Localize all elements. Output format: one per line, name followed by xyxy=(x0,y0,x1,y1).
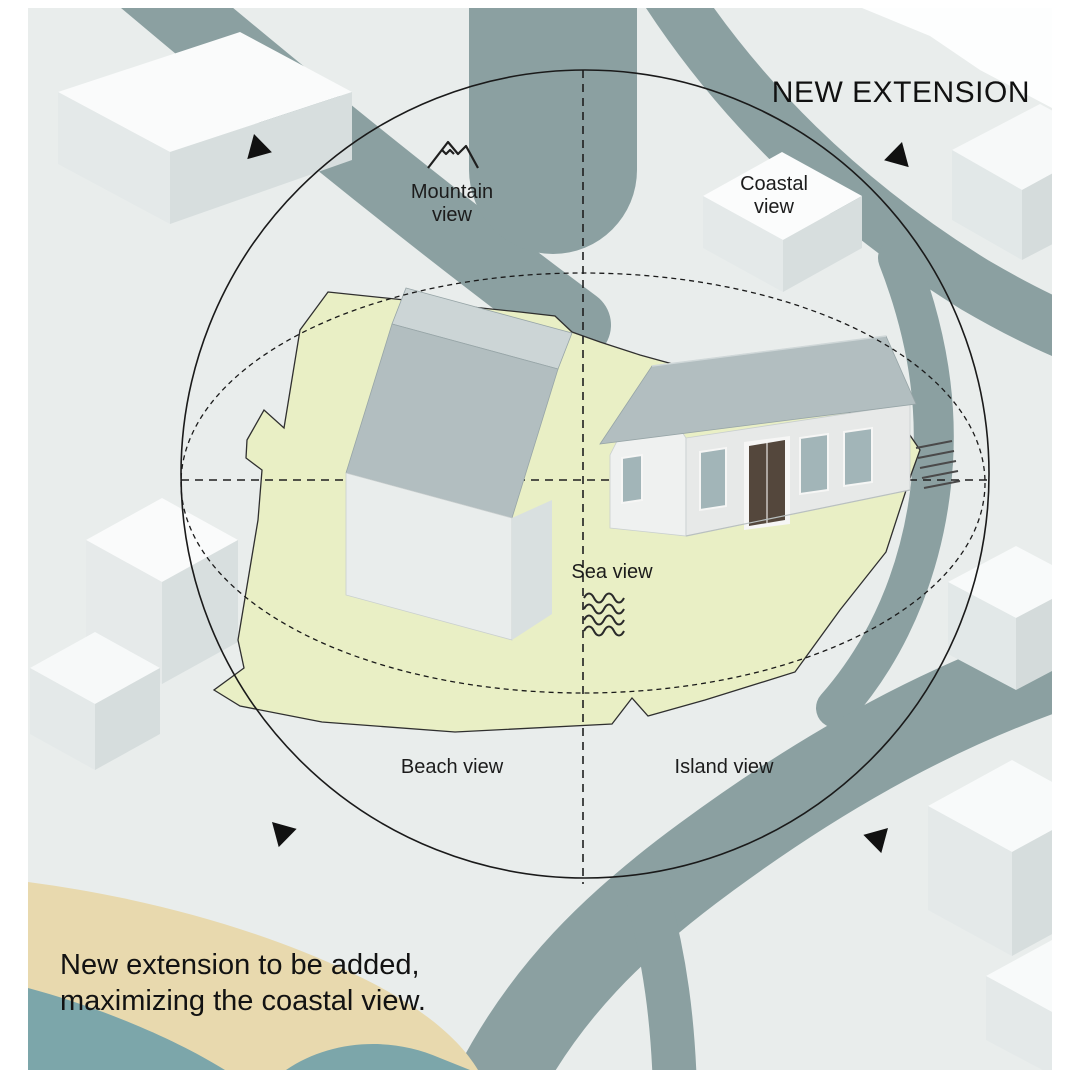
coastal-view-label-line2: view xyxy=(754,196,795,218)
caption-line1: New extension to be added, xyxy=(60,949,420,981)
stairs xyxy=(915,440,961,489)
building-bottom-right xyxy=(928,760,1052,956)
road-right-branch-upper xyxy=(878,238,954,482)
road-bottom-main xyxy=(457,623,1052,1070)
existing-cottage xyxy=(599,335,917,537)
road-bottom-spur xyxy=(626,876,697,1070)
cottage-window xyxy=(799,432,829,496)
extension-building xyxy=(345,287,573,641)
caption-line2: maximizing the coastal view. xyxy=(60,985,426,1017)
coastal-view-label-line1: Coastal xyxy=(740,173,808,195)
view-analysis-ellipse xyxy=(180,272,986,694)
building-left-lower xyxy=(30,632,160,770)
sea-view-label: Sea view xyxy=(571,561,653,583)
mountain-view-label-line1: Mountain xyxy=(411,181,493,203)
mountain-peaks-icon xyxy=(427,140,479,169)
cottage-window xyxy=(699,446,727,512)
extension-side-wall xyxy=(512,500,552,640)
road-top-right xyxy=(646,8,1052,356)
island-view-label: Island view xyxy=(675,756,774,778)
view-direction-arrow xyxy=(247,134,272,160)
view-direction-arrow xyxy=(272,822,297,848)
sea-water-inlet xyxy=(286,1044,470,1070)
building-top-right-corner xyxy=(862,8,1052,260)
view-direction-arrow xyxy=(863,828,888,854)
sea-water xyxy=(28,988,225,1070)
cottage-window xyxy=(843,426,873,488)
mountain-view-label-line2: view xyxy=(432,204,473,226)
building-coastal xyxy=(703,152,862,292)
view-direction-arrow xyxy=(884,142,909,168)
cottage-windows xyxy=(621,426,873,512)
water-waves-icon xyxy=(583,592,625,637)
building-top-left xyxy=(58,32,352,224)
page-title: NEW EXTENSION xyxy=(772,76,1030,109)
road-right-branch-lower xyxy=(816,442,953,728)
building-bottom-right-small xyxy=(986,940,1052,1070)
context-buildings xyxy=(30,8,1052,1070)
beach-view-label: Beach view xyxy=(401,756,504,778)
beach-sand xyxy=(28,882,478,1070)
view-direction-arrows xyxy=(247,134,909,854)
cottage-window xyxy=(621,453,643,505)
